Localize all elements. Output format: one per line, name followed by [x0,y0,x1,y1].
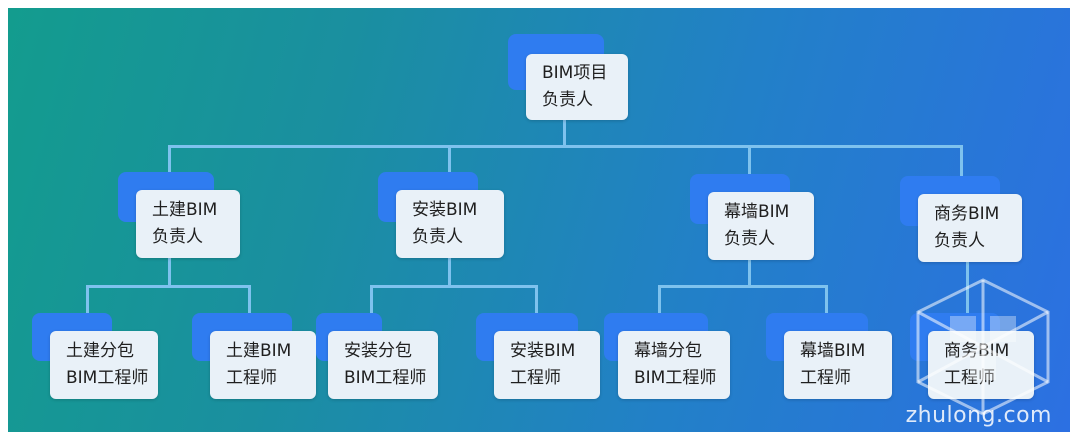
connector-group-1-stem [168,257,171,287]
engineer-node-title: 安装BIM [510,341,576,361]
root-node-subtitle: 负责人 [542,90,593,110]
manager-node-title: 商务BIM [934,204,1000,224]
connector-group-2-left-drop [370,285,373,315]
engineer-node-title: 幕墙BIM [800,341,866,361]
engineer-node-subtitle: BIM工程师 [634,368,717,388]
manager-node-title: 安装BIM [412,200,478,220]
engineer-node-subtitle: 工程师 [800,368,851,388]
org-chart-canvas: BIM项目 负责人 土建BIM 负责人 安装BIM 负责人 幕墙BIM 负责人 … [8,8,1070,432]
manager-node-subtitle: 负责人 [152,227,203,247]
engineer-node-installation-bim: 安装BIM 工程师 [476,313,600,399]
engineer-node-curtain-wall-subcontract: 幕墙分包 BIM工程师 [604,313,730,399]
manager-node-title: 幕墙BIM [724,202,790,222]
engineer-node-subtitle: 工程师 [510,368,561,388]
engineer-node-title: 土建BIM [226,341,292,361]
watermark-text: zhulong.com [905,403,1052,428]
connector-group-2-stem [448,257,451,287]
engineer-node-subtitle: BIM工程师 [66,368,149,388]
connector-manager-1-drop [168,145,171,190]
manager-node-subtitle: 负责人 [412,227,463,247]
engineer-node-civil-subcontract: 土建分包 BIM工程师 [32,313,158,399]
connector-root-stem [563,119,566,147]
manager-node-subtitle: 负责人 [934,231,985,251]
connector-group-1-right-drop [248,285,251,315]
manager-node-commercial: 商务BIM 负责人 [900,176,1022,262]
engineer-node-installation-subcontract: 安装分包 BIM工程师 [316,313,438,399]
engineer-node-title: 幕墙分包 [634,341,702,361]
engineer-node-subtitle: 工程师 [226,368,277,388]
root-node: BIM项目 负责人 [508,34,628,120]
connector-group-3-bus [658,285,828,288]
connector-manager-3-drop [748,145,751,190]
engineer-node-title: 土建分包 [66,341,134,361]
connector-group-3-right-drop [825,285,828,315]
connector-manager-2-drop [448,145,451,190]
manager-node-title: 土建BIM [152,200,218,220]
connector-group-2-right-drop [535,285,538,315]
connector-group-3-left-drop [658,285,661,315]
manager-node-subtitle: 负责人 [724,229,775,249]
manager-node-installation: 安装BIM 负责人 [378,172,504,258]
connector-group-3-stem [748,257,751,287]
manager-node-curtain-wall: 幕墙BIM 负责人 [690,174,814,260]
connector-manager-4-drop [960,145,963,200]
root-node-title: BIM项目 [542,63,608,83]
engineer-node-title: 安装分包 [344,341,412,361]
connector-managers-bus [168,145,963,148]
zhulong-logo-icon [916,278,1050,416]
connector-group-1-left-drop [86,285,89,315]
manager-node-civil: 土建BIM 负责人 [118,172,240,258]
connector-group-2-bus [370,285,538,288]
engineer-node-curtain-wall-bim: 幕墙BIM 工程师 [766,313,892,399]
engineer-node-civil-bim: 土建BIM 工程师 [192,313,316,399]
engineer-node-subtitle: BIM工程师 [344,368,427,388]
